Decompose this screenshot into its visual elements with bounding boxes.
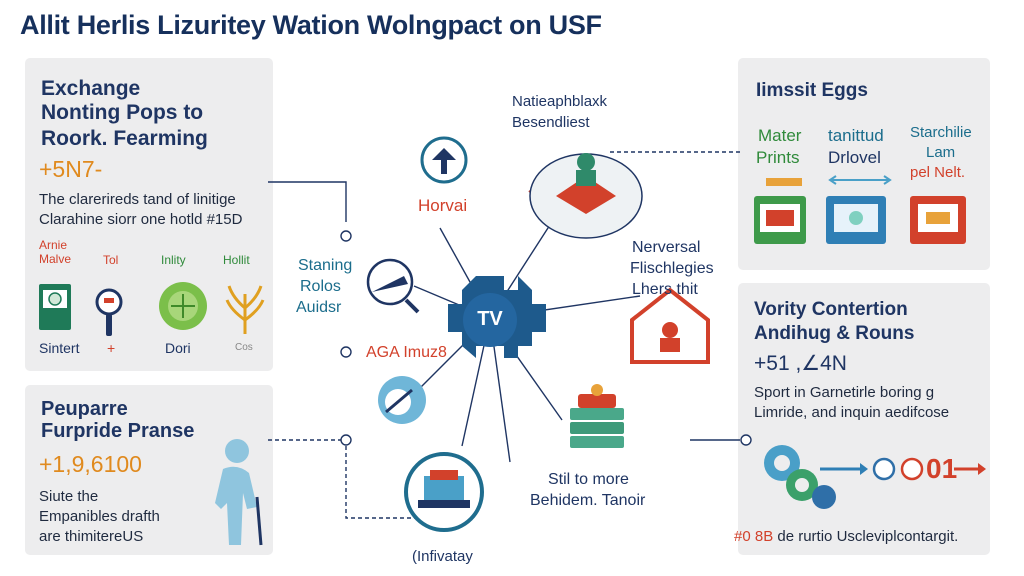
panel-text-line1: Sport in Garnetirle boring g [754,384,935,401]
house-icon [630,287,710,364]
node-mid-left-label: AGA Imuz8 [366,344,447,361]
panel-exchange: Exchange Nonting Pops to Roork. Fearming… [25,58,273,371]
footer-text: de rurtio Uscleviplcontargit. [773,528,959,545]
server-stack-icon [570,384,624,448]
magnifier-icon [95,288,123,336]
panel-text-line2: Clarahine siorr one hotld #15D [39,211,243,228]
flow-label: 01 [926,453,958,484]
icon-label-top-4: Hollit [223,253,250,267]
panel-heading-line1: Exchange [41,77,141,100]
icon-label-top-2: Tol [103,253,119,267]
person-desk-icon [528,153,643,239]
panel-eggs: Iimssit Eggs Mater Prints tanittud Drlov… [738,58,990,270]
node-left-line3: Auidsr [296,299,342,316]
icon-label-top-3: Inlity [161,253,186,267]
hub-icon [448,276,546,358]
col1-line2: Prints [756,148,800,167]
col3-line3: pel Nelt. [910,164,966,181]
hub-label: TV [477,308,503,330]
node-bottom-right-line2: Behidem. Tanoir [530,492,646,509]
gear-icon [764,445,836,509]
panel-text-line1: The clarerireds tand of linitige [39,191,236,208]
chart-card-icon [39,284,71,330]
red-machine-icon [910,196,966,244]
process-flow-graphic [764,445,986,509]
col1-line1: Mater [758,126,802,145]
wheat-icon [225,285,265,334]
bar-icon [766,178,802,186]
panel-furpride: Peuparre Furpride Pranse +1,9,6100 Siute… [25,385,273,555]
panel-text-line2: Empanibles drafth [39,508,160,525]
globe-leaf-icon [159,282,207,330]
col3-line1: Starchilie [910,124,972,141]
panel-icons [754,175,966,244]
panel-heading-line1: Peuparre [41,398,128,420]
node-bottom-label: (Infivatay [412,548,473,565]
panel-text-line2: Limride, and inquin aedifcose [754,404,950,421]
panel-text-line3: are thimitereUS [39,528,144,545]
col3-line2: Lam [926,144,956,161]
footer-note: #0 8B de rurtio Uscleviplcontargit. [734,528,1004,552]
col2-line2: Drlovel [828,148,881,167]
node-bottom-right-line1: Stil to more [548,471,629,488]
panel-icons-row [39,282,265,336]
page-title: Allit Herlis Lizuritey Wation Wolngpact … [20,10,602,40]
green-machine-icon [754,196,806,244]
panel-stat-number: +1,9,6100 [39,451,142,477]
panel-text-line1: Siute the [39,488,99,505]
icon-label-bottom-3: Dori [165,340,191,356]
footer-accent: #0 8B [734,528,774,545]
node-right-line3: Lhers thit [632,281,698,298]
workstation-icon [404,452,484,532]
node-horvai-label: Horvai [418,196,468,215]
icon-label-bottom-2: + [107,340,116,356]
node-top-label-line1: Natieaphblaxk [512,93,608,110]
panel-contertion: Vority Contertion Andihug & Rouns +51 ,∠… [738,283,990,555]
icon-label-bottom-1: Sintert [39,340,80,356]
panel-heading-line1: Vority Contertion [754,299,908,320]
col2-line1: tanittud [828,126,884,145]
airplane-magnifier-icon [366,258,420,314]
panel-heading-line3: Roork. Fearming [41,127,208,150]
panel-heading-line2: Andihug & Rouns [754,323,915,344]
tools-globe-icon [378,376,426,424]
panel-heading-line2: Furpride Pranse [41,420,195,442]
lighthouse-icon [420,136,468,184]
panel-heading-line2: Nonting Pops to [41,101,204,124]
node-top-label-line2: Besendliest [512,114,590,131]
panel-stat-number: +5N7- [39,156,103,182]
blue-machine-icon [826,196,886,244]
panel-heading: Iimssit Eggs [756,80,868,101]
node-right-line1: Nerversal [632,239,701,256]
icon-label-bottom-4: Cos [235,342,253,353]
node-left-line2: Rolos [300,278,341,295]
person-cane-icon [215,439,263,546]
node-right-line2: Flischlegies [630,260,714,277]
panel-stat-number: +51 ,∠4N [754,352,847,375]
node-left-line1: Staning [298,257,353,274]
